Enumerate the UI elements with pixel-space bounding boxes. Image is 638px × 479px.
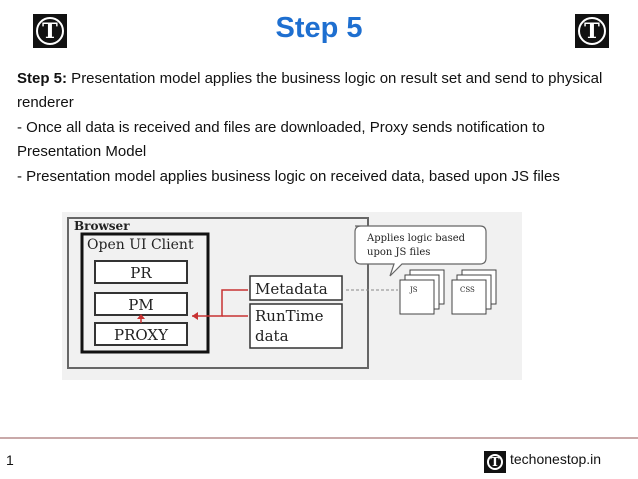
footer-logo-ring-icon — [487, 454, 503, 470]
paragraph-notification: - Once all data is received and files ar… — [17, 116, 617, 164]
arrow-head-icon — [137, 314, 145, 319]
logo-letter: T — [584, 18, 600, 43]
runtime-label-1: RunTime — [255, 307, 324, 325]
css-file-front-icon — [451, 279, 487, 315]
client-frame — [80, 232, 210, 354]
paragraph-text: - Once all data is received and files ar… — [17, 119, 545, 160]
js-file-label: JS — [409, 286, 418, 294]
paragraph-text: - Presentation model applies business lo… — [17, 168, 560, 185]
diagram-svg: Browser Open UI Client PR PM PROXY Metad… — [67, 217, 497, 369]
callout-line-1: Applies logic based — [366, 233, 466, 244]
pr-box — [94, 260, 188, 284]
paragraph-text: Presentation model applies the business … — [17, 70, 603, 111]
runtime-data-box — [249, 303, 343, 349]
callout-bubble — [354, 225, 487, 277]
logo-letter: T — [42, 18, 58, 43]
metadata-label: Metadata — [255, 280, 328, 298]
footer-divider — [0, 437, 638, 439]
browser-label: Browser — [74, 219, 130, 233]
logo-left: T — [33, 14, 67, 48]
page-title: Step 5 — [275, 12, 363, 44]
css-file-label: CSS — [460, 286, 475, 294]
paragraph-step: Step 5: Presentation model applies the b… — [17, 67, 617, 115]
runtime-label-2: data — [255, 327, 289, 345]
page-number: 1 — [6, 452, 14, 468]
callout-line-2: upon JS files — [367, 247, 430, 258]
footer-logo-letter: T — [490, 455, 500, 469]
pm-label: PM — [128, 296, 153, 314]
logo-ring-icon — [36, 17, 64, 45]
proxy-label: PROXY — [114, 326, 169, 344]
paragraph-lead: Step 5: — [17, 70, 68, 87]
logo-right: T — [575, 14, 609, 48]
client-label: Open UI Client — [87, 237, 194, 253]
footer-site: techonestop.in — [510, 451, 602, 467]
metadata-box — [249, 275, 343, 301]
architecture-diagram: Browser Open UI Client PR PM PROXY Metad… — [62, 212, 522, 380]
pr-label: PR — [130, 264, 152, 282]
footer-logo: T — [484, 451, 506, 473]
red-connector — [192, 289, 248, 317]
paragraph-business-logic: - Presentation model applies business lo… — [17, 165, 617, 189]
js-file-front-icon — [399, 279, 435, 315]
browser-frame — [67, 217, 369, 369]
connector-arrow-icon — [192, 312, 198, 320]
logo-ring-icon — [578, 17, 606, 45]
